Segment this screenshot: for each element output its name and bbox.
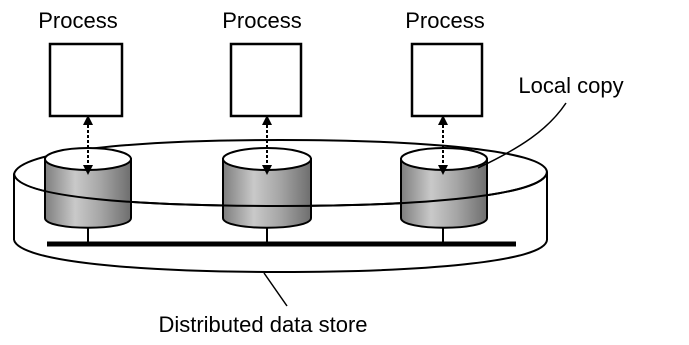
data-store-label: Distributed data store xyxy=(158,312,367,337)
data-store-front-edge xyxy=(13,171,548,208)
process-label-2: Process xyxy=(222,8,301,33)
process-box-1 xyxy=(48,42,124,118)
local-copy-leader xyxy=(477,102,567,169)
local-copy-label: Local copy xyxy=(518,73,623,98)
process-label-1: Process xyxy=(38,8,117,33)
process-label-3: Process xyxy=(405,8,484,33)
local-copy-cylinder-3 xyxy=(400,147,488,229)
data-store-bottom-curve xyxy=(13,239,548,274)
process-box-2 xyxy=(229,42,303,118)
data-store-leader xyxy=(263,272,288,307)
local-copy-cylinder-2 xyxy=(222,147,312,229)
process-box-3 xyxy=(410,42,484,118)
local-copy-cylinder-1 xyxy=(44,147,132,229)
